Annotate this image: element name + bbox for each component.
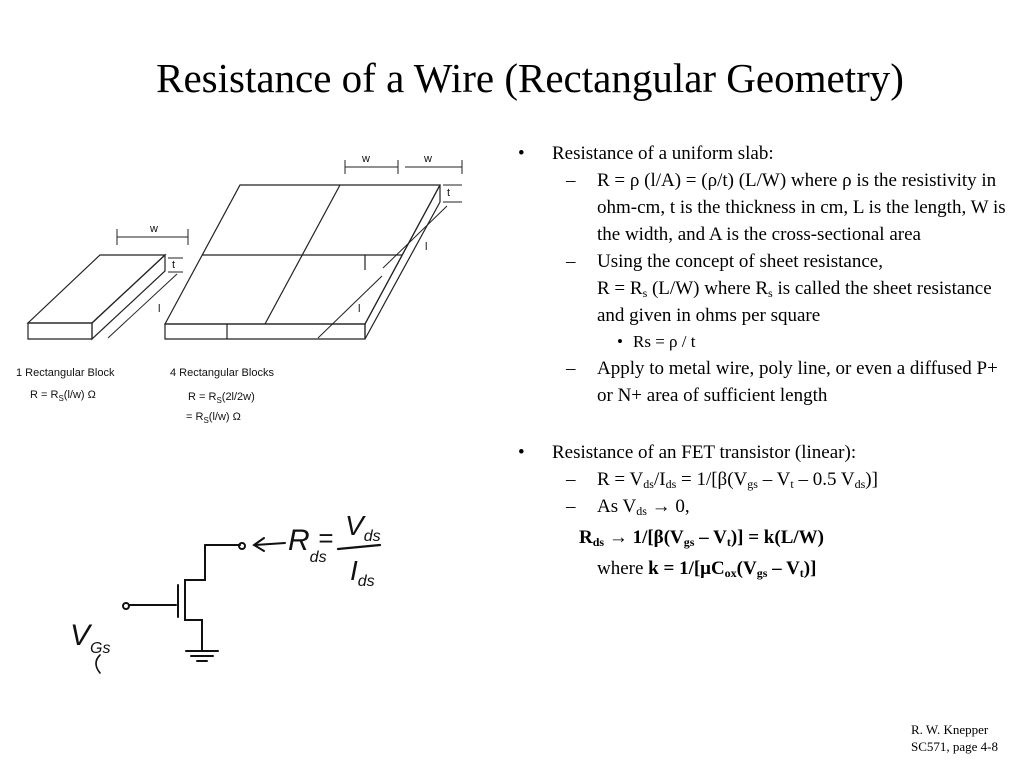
dim-w-right-2: w xyxy=(423,153,432,165)
dim-t-right: t xyxy=(447,187,450,199)
single-block-side xyxy=(91,253,166,341)
dim-l-right-2: l xyxy=(358,303,360,315)
dim-l-right-1: l xyxy=(425,241,427,253)
channel-wire xyxy=(184,544,206,651)
sketch-r: Rds xyxy=(288,524,327,566)
bullet-fet-resistance: •Resistance of an FET transistor (linear… xyxy=(518,442,857,463)
fet-sketch: Rds = Vds Ids VGs xyxy=(70,510,382,674)
sketch-vgs: VGs xyxy=(70,619,110,657)
caption-one-block: 1 Rectangular Block xyxy=(16,367,115,379)
dim-w-left: w xyxy=(149,223,158,235)
caption-four-blocks: 4 Rectangular Blocks xyxy=(170,367,274,379)
arrow-line xyxy=(254,542,286,546)
eq-one-block: R = RS(l/w) Ω xyxy=(30,389,96,403)
sketch-denominator: Ids xyxy=(350,555,375,590)
sub-sub-bullet-rs: •Rs = ρ / t xyxy=(617,332,696,351)
bullet-list: •Resistance of a uniform slab: –R = ρ (l… xyxy=(518,140,1008,582)
dim-l-left: l xyxy=(158,303,160,315)
bullet-uniform-slab: •Resistance of a uniform slab: xyxy=(518,143,774,164)
four-block-side xyxy=(364,184,441,340)
eq-four-blocks-1: R = RS(2l/2w) xyxy=(188,391,255,405)
dim-t-left: t xyxy=(172,259,175,271)
sub-bullet-fet-formula: –R = Vds/Ids = 1/[β(Vgs – Vt – 0.5 Vds)] xyxy=(566,469,878,491)
gate-terminal xyxy=(122,602,130,610)
k-definition: where k = 1/[μCox(Vgs – Vt)] xyxy=(597,558,817,580)
footer-page: SC571, page 4-8 xyxy=(910,739,998,754)
four-block-front xyxy=(164,323,366,340)
arrow-head xyxy=(252,537,265,552)
slide-title: Resistance of a Wire (Rectangular Geomet… xyxy=(156,55,904,101)
dim-w-right-1: w xyxy=(361,153,370,165)
single-block-top xyxy=(26,254,167,324)
rds-equation: Rds → 1/[β(Vgs – Vt)] = k(L/W) xyxy=(579,527,824,549)
vgs-bracket xyxy=(95,654,101,674)
sub-bullet-vds-limit: –As Vds → 0, xyxy=(566,496,690,518)
sketch-numerator: Vds xyxy=(345,510,381,545)
rectangular-blocks-figure: w t l w w t l l 1 Rectangular Block R = … xyxy=(16,153,463,425)
eq-four-blocks-2: = RS(l/w) Ω xyxy=(186,411,241,425)
single-block-front xyxy=(27,322,93,340)
sub-bullet-apply: –Apply to metal wire, poly line, or even… xyxy=(566,358,998,406)
sub-bullet-resistance-formula: –R = ρ (l/A) = (ρ/t) (L/W) where ρ is th… xyxy=(566,170,1006,245)
sub-bullet-sheet-resistance: –Using the concept of sheet resistance,R… xyxy=(566,251,992,326)
sketch-equals: = xyxy=(318,523,333,553)
drain-terminal xyxy=(238,542,246,550)
fraction-bar xyxy=(336,543,382,551)
slide-footer: R. W. Knepper SC571, page 4-8 xyxy=(911,721,998,755)
footer-author: R. W. Knepper xyxy=(910,722,989,737)
ground-symbol xyxy=(185,650,219,662)
